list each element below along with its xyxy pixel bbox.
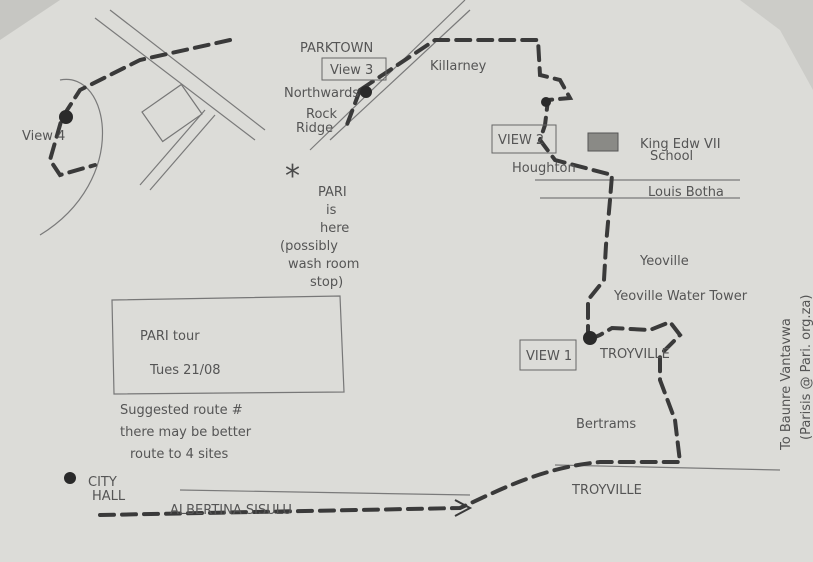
label-king-edw: King Edw VII bbox=[640, 137, 721, 152]
label-houghton: Houghton bbox=[512, 161, 576, 176]
svg-text:(possibly: (possibly bbox=[280, 239, 338, 254]
pari-asterisk: * bbox=[285, 159, 300, 194]
route-arrow bbox=[454, 499, 473, 517]
view2-dot bbox=[541, 97, 551, 107]
svg-text:is: is bbox=[326, 203, 337, 218]
label-view2: VIEW 2 bbox=[498, 133, 544, 148]
view3-box bbox=[321, 57, 387, 81]
title-line-1: PARI tour bbox=[140, 329, 200, 344]
label-rock: Rock bbox=[306, 107, 338, 122]
paper-shadow-right bbox=[740, 0, 813, 90]
label-yeoville-water-tower: Yeoville Water Tower bbox=[613, 289, 748, 304]
label-city: CITY bbox=[88, 475, 117, 490]
label-bertrams: Bertrams bbox=[576, 417, 636, 432]
label-killarney: Killarney bbox=[430, 59, 487, 74]
svg-text:(Parisis @ Pari. org.za): (Parisis @ Pari. org.za) bbox=[799, 295, 813, 440]
label-albertina: ALBERTINA SISULU bbox=[170, 503, 292, 518]
view3-dot bbox=[360, 86, 372, 98]
view2-box bbox=[491, 124, 557, 154]
suggested-line-2: there may be better bbox=[120, 425, 252, 440]
svg-text:PARI: PARI bbox=[318, 185, 347, 200]
hatched-block-parktown bbox=[141, 83, 203, 143]
label-troyville: TROYVILLE bbox=[571, 483, 642, 498]
pari-note: PARI is here (possibly wash room stop) bbox=[280, 185, 359, 290]
label-troyville-small: TROYVILLE bbox=[599, 347, 670, 362]
svg-text:here: here bbox=[320, 221, 349, 236]
label-northwards: Northwards bbox=[284, 86, 359, 101]
suggested-line-1: Suggested route # bbox=[120, 403, 243, 418]
svg-text:stop): stop) bbox=[310, 275, 343, 290]
label-hall: HALL bbox=[92, 489, 126, 504]
paper-shadow bbox=[0, 0, 60, 40]
king-edw-school-block bbox=[587, 132, 619, 152]
svg-text:To Baunre Vantavwa: To Baunre Vantavwa bbox=[779, 318, 794, 451]
label-view4: View 4 bbox=[22, 129, 65, 144]
title-box: PARI tour Tues 21/08 bbox=[111, 295, 345, 395]
label-louis-botha: Louis Botha bbox=[648, 185, 724, 200]
side-note: To Baunre Vantavwa (Parisis @ Pari. org.… bbox=[779, 295, 813, 451]
view1-dot bbox=[583, 331, 597, 345]
label-ridge: Ridge bbox=[296, 121, 333, 136]
label-view1: VIEW 1 bbox=[526, 349, 572, 364]
label-school: School bbox=[650, 149, 693, 164]
roads bbox=[39, 0, 781, 496]
label-view3: View 3 bbox=[330, 63, 373, 78]
svg-text:wash room: wash room bbox=[288, 257, 359, 272]
suggested-line-3: route to 4 sites bbox=[130, 447, 229, 462]
label-yeoville: Yeoville bbox=[639, 254, 689, 269]
view4-dot bbox=[59, 110, 73, 124]
title-line-2: Tues 21/08 bbox=[149, 363, 221, 378]
view1-box bbox=[519, 339, 577, 371]
city-hall-dot bbox=[64, 472, 76, 484]
label-parktown: PARKTOWN bbox=[300, 41, 373, 56]
